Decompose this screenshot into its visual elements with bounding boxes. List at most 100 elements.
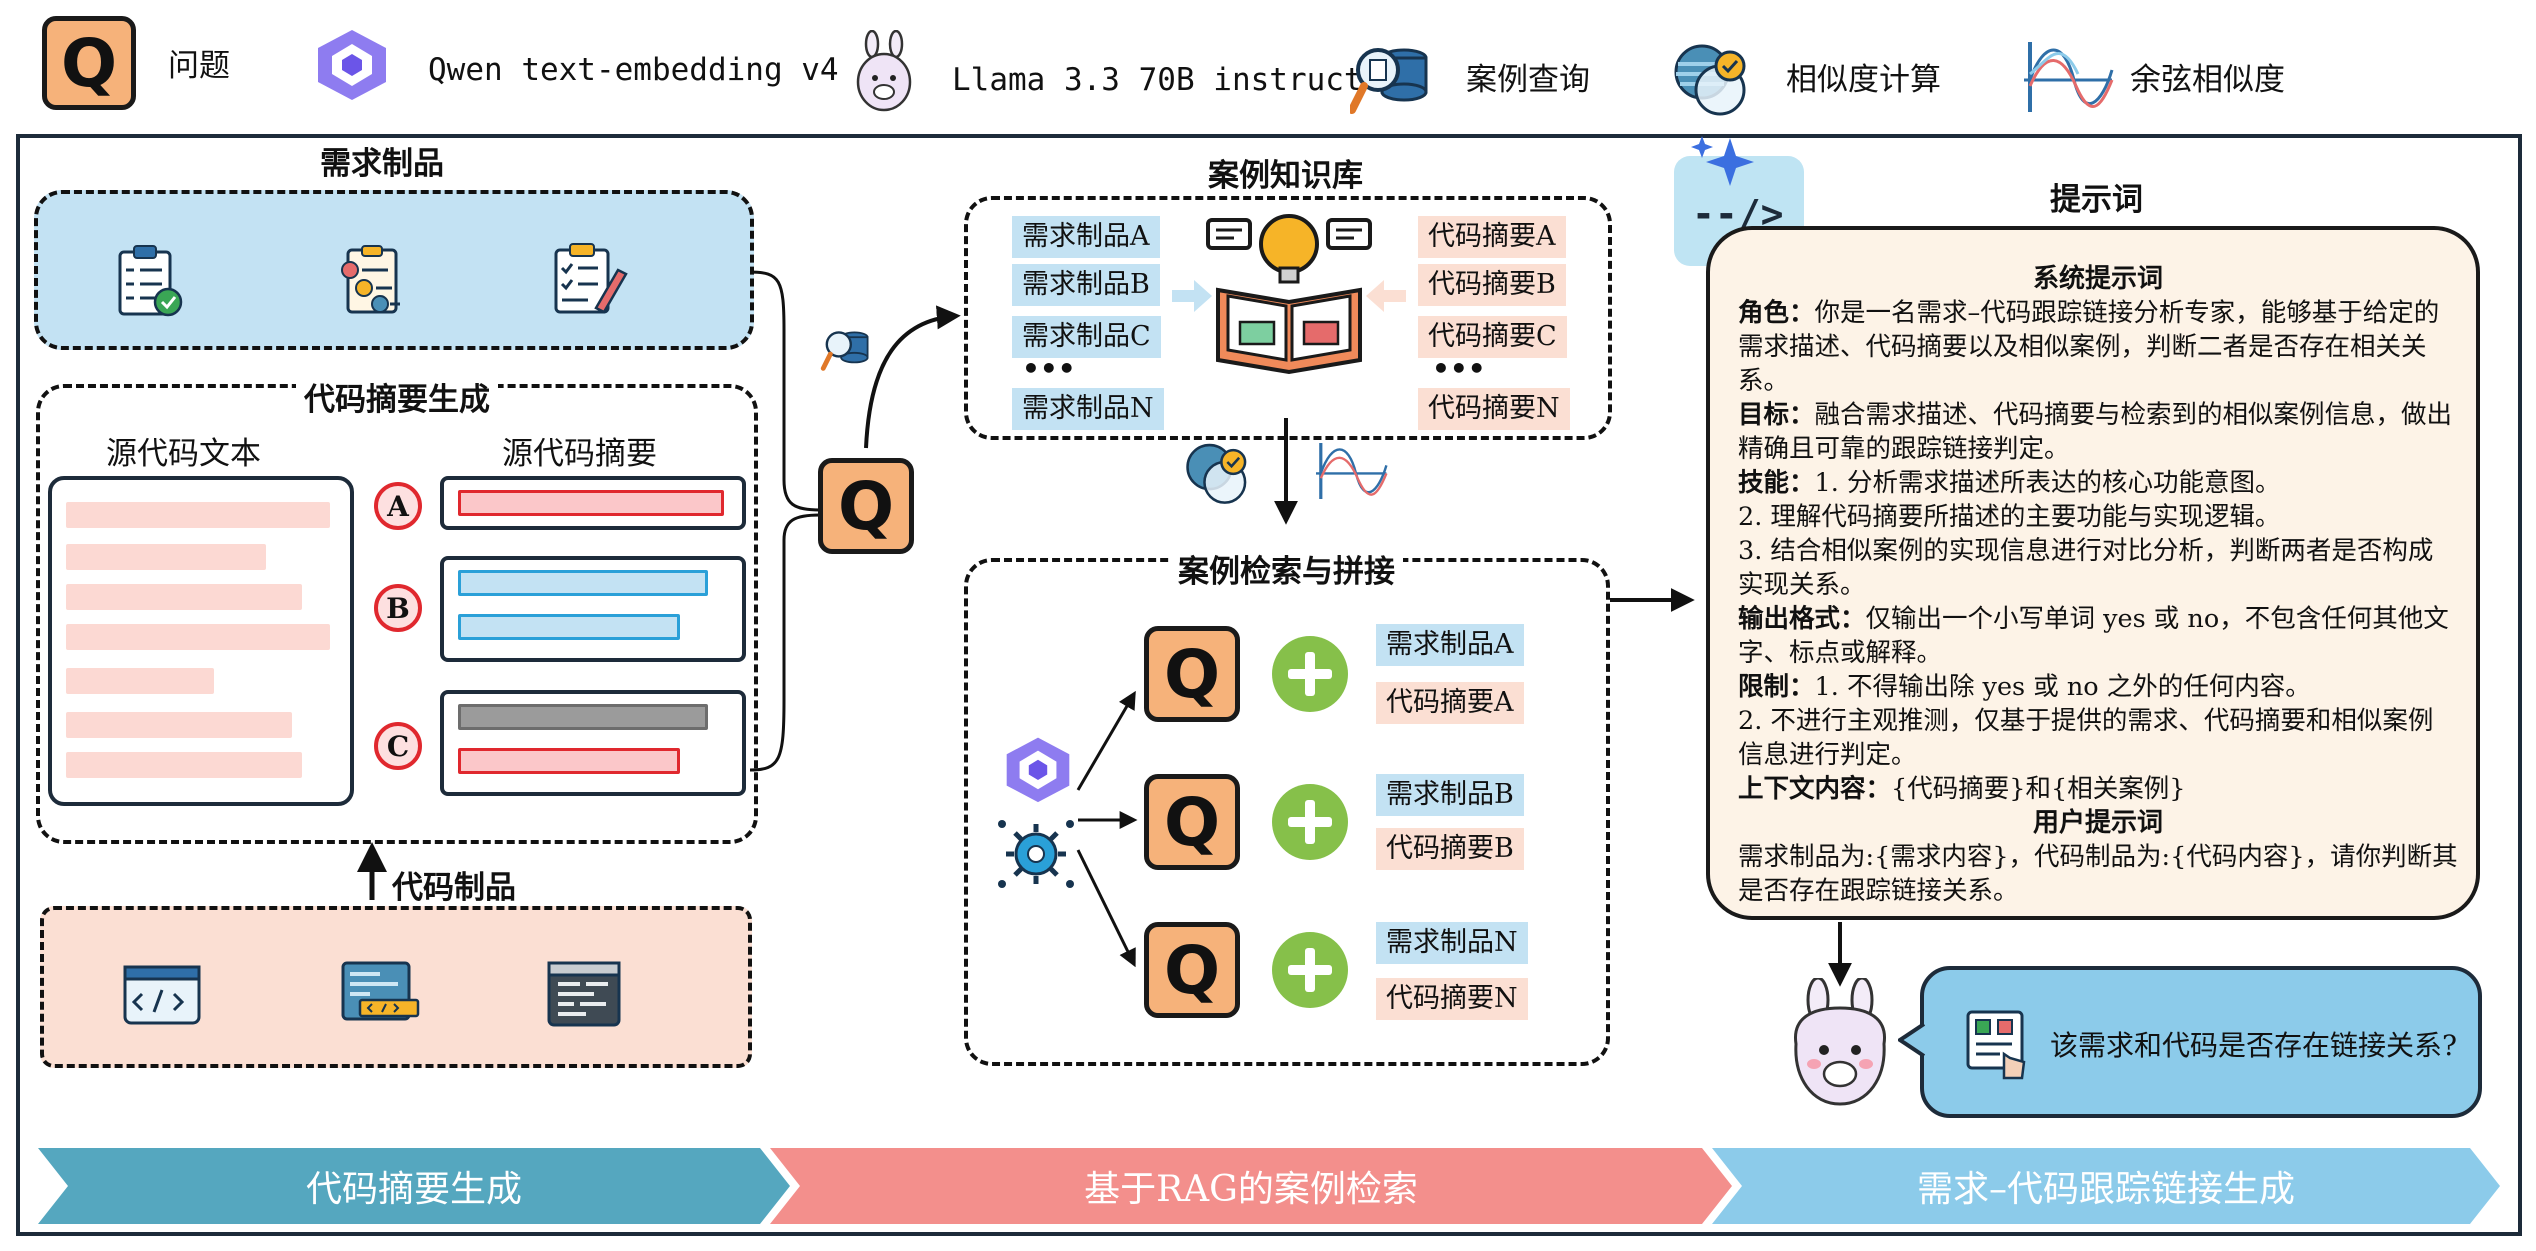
kb-req-tag: 需求制品B — [1012, 264, 1160, 306]
check-card-icon — [1966, 1010, 2026, 1080]
format-line: 输出格式：仅输出一个小写单词 yes 或 no，不包含任何其他文字、标点或解释。 — [1738, 604, 2449, 668]
kb-code-ellipsis: ••• — [1432, 352, 1486, 385]
system-prompt-title: 系统提示词 — [2032, 264, 2163, 294]
banner-link-gen: 需求–代码跟踪链接生成 — [1916, 1169, 2295, 1210]
left-arrow-icon — [1172, 280, 1212, 312]
pair-req-tag: 需求制品B — [1376, 774, 1524, 816]
code-window-icon — [123, 965, 201, 1025]
kb-req-ellipsis: ••• — [1022, 352, 1076, 385]
knowledge-base-box — [964, 196, 1612, 440]
terminal-icon — [547, 961, 621, 1027]
pair-req-tag: 需求制品N — [1376, 922, 1528, 964]
user-prompt-text: 需求制品为:{需求内容}，代码制品为:{代码内容}，请你判断其是否存在跟踪链接关… — [1738, 842, 2458, 906]
retrieval-q-node: Q — [1144, 922, 1240, 1018]
case-query-small-icon — [820, 331, 869, 371]
user-prompt-title: 用户提示词 — [2032, 808, 2163, 838]
legend-question-label: 问题 — [168, 48, 230, 84]
pair-req-tag: 需求制品A — [1376, 624, 1524, 666]
skill-line: 2. 理解代码摘要所描述的主要功能与实现逻辑。 — [1738, 502, 2281, 532]
code-line — [66, 584, 302, 610]
plus-icon — [1272, 636, 1348, 712]
legend-case-query-label: 案例查询 — [1466, 62, 1590, 98]
summary-c-panel — [440, 690, 746, 796]
code-line — [66, 544, 266, 570]
question-legend-icon: Q — [42, 16, 136, 110]
label-c-badge: C — [374, 722, 422, 770]
code-line — [66, 502, 330, 528]
label-b-badge: B — [374, 584, 422, 632]
banner-rag-retrieval: 基于RAG的案例检索 — [1084, 1169, 1418, 1210]
legend-llama-label: Llama 3.3 70B instruct — [952, 62, 1363, 98]
code-line — [66, 752, 302, 778]
code-artifacts-title: 代码制品 — [392, 870, 516, 906]
bubble-tail — [1898, 1022, 1926, 1058]
label-a-badge: A — [374, 482, 422, 530]
banner-summary-gen: 代码摘要生成 — [305, 1169, 522, 1210]
llama-avatar-icon — [1794, 978, 1886, 1106]
right-arrow-icon — [1366, 280, 1406, 312]
code-editor-icon — [341, 961, 420, 1021]
code-line — [66, 668, 214, 694]
main-frame — [16, 134, 2522, 1236]
skill-line: 技能：1. 分析需求描述所表达的核心功能意图。 — [1738, 468, 2281, 498]
clipboard-pencil-icon — [554, 243, 628, 314]
kb-req-tag: 需求制品N — [1012, 388, 1164, 430]
limit-line: 限制：1. 不得输出除 yes 或 no 之外的任何内容。 — [1738, 672, 2311, 702]
prompt-box: 系统提示词 角色：你是一名需求–代码跟踪链接分析专家，能够基于给定的需求描述、代… — [1706, 226, 2480, 920]
similarity-small-icon — [1186, 443, 1247, 504]
skill-line: 3. 结合相似案例的实现信息进行对比分析，判断两者是否构成实现关系。 — [1738, 536, 2434, 600]
retrieval-q-node: Q — [1144, 626, 1240, 722]
summary-gen-title: 代码摘要生成 — [296, 374, 498, 419]
retrieval-title: 案例检索与拼接 — [1170, 546, 1403, 591]
cosine-small-icon — [1316, 443, 1388, 499]
role-line: 角色：你是一名需求–代码跟踪链接分析专家，能够基于给定的需求描述、代码摘要以及相… — [1738, 298, 2440, 396]
kb-code-tag: 代码摘要N — [1418, 388, 1570, 430]
pair-code-tag: 代码摘要N — [1376, 978, 1528, 1020]
pair-code-tag: 代码摘要B — [1376, 828, 1524, 870]
summary-b-panel — [440, 556, 746, 662]
summary-a-panel — [440, 476, 746, 530]
summary-line-gray — [458, 704, 708, 730]
summary-line-blue — [458, 614, 680, 640]
knowledge-base-title: 案例知识库 — [1208, 158, 1363, 194]
pair-code-tag: 代码摘要A — [1376, 682, 1524, 724]
req-artifacts-title: 需求制品 — [320, 146, 444, 182]
limit-line: 2. 不进行主观推测，仅基于提供的需求、代码摘要和相似案例信息进行判定。 — [1738, 706, 2434, 770]
summary-line-red — [458, 490, 724, 516]
context-line: 上下文内容：{代码摘要}和{相关案例} — [1738, 774, 2186, 804]
numbered-list-icon — [341, 245, 400, 314]
source-text-label: 源代码文本 — [106, 436, 261, 472]
kb-req-tag: 需求制品C — [1012, 316, 1161, 358]
source-summary-label: 源代码摘要 — [502, 436, 657, 472]
embedding-gear-icon — [998, 820, 1074, 888]
code-line — [66, 712, 292, 738]
query-q-node: Q — [818, 458, 914, 554]
plus-icon — [1272, 784, 1348, 860]
similarity-icon — [1674, 44, 1746, 116]
question-text: 该需求和代码是否存在链接关系? — [2050, 1029, 2458, 1062]
goal-line: 目标：融合需求描述、代码摘要与检索到的相似案例信息，做出精确且可靠的跟踪链接判定… — [1738, 400, 2453, 464]
sparkle-icon — [1691, 136, 1754, 186]
kb-code-tag: 代码摘要C — [1418, 316, 1567, 358]
case-query-icon — [1350, 48, 1428, 114]
kb-code-tag: 代码摘要B — [1418, 264, 1566, 306]
retrieval-q-node: Q — [1144, 774, 1240, 870]
code-line — [66, 624, 330, 650]
summary-line-red — [458, 748, 680, 774]
checklist-icon — [118, 245, 183, 317]
kb-req-tag: 需求制品A — [1012, 216, 1160, 258]
kb-code-tag: 代码摘要A — [1418, 216, 1566, 258]
knowledge-book-icon — [1206, 214, 1372, 375]
prompt-title: 提示词 — [2050, 182, 2143, 218]
legend-qwen-label: Qwen text-embedding v4 — [428, 52, 839, 88]
llama-icon — [856, 30, 912, 112]
question-bubble: 该需求和代码是否存在链接关系? — [1920, 966, 2482, 1118]
summary-line-blue — [458, 570, 708, 596]
qwen-icon — [318, 30, 386, 100]
legend-cosine-label: 余弦相似度 — [2130, 62, 2285, 98]
qwen-small-icon — [1006, 737, 1070, 803]
cosine-icon — [2024, 42, 2114, 112]
plus-icon — [1272, 932, 1348, 1008]
